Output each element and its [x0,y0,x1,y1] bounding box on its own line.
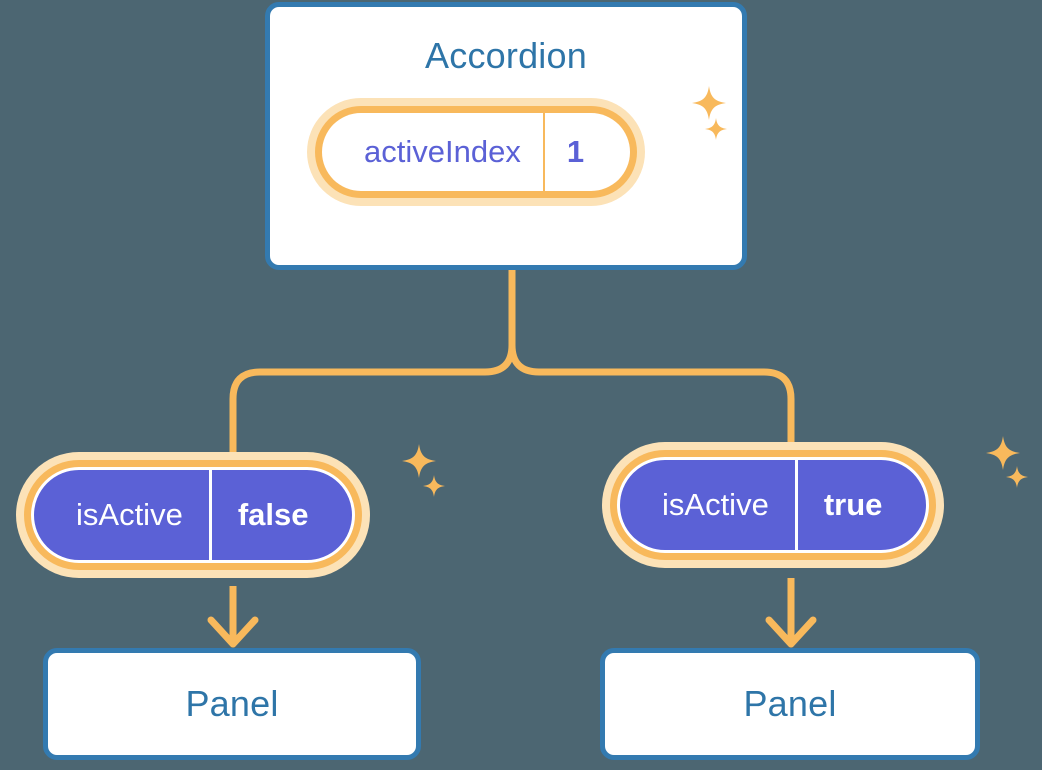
pill-body: activeIndex 1 [322,113,631,191]
pill-accent-ring: activeIndex 1 [315,106,638,198]
state-key-label: isActive [76,497,183,532]
arrow-down-icon-left [207,616,259,648]
pill-accent-ring: isActive false [24,460,363,570]
state-value-label: true [794,460,927,550]
state-value-label: 1 [542,113,630,191]
sparkle-icon [986,436,1020,470]
state-key-label: activeIndex [364,134,521,169]
connector-branch-right [508,341,795,451]
sparkle-icon [402,444,436,478]
pill-body: isActive false [31,467,356,563]
component-title: Accordion [425,35,587,76]
state-key-label: isActive [662,487,769,522]
pill-glow-ring: activeIndex 1 [307,98,646,206]
sparkle-icon [423,475,445,497]
state-value-label: false [208,470,353,560]
state-pill-activeindex[interactable]: activeIndex 1 [307,98,646,206]
pill-body: isActive true [617,457,930,553]
component-card-panel-left[interactable]: Panel [43,648,421,760]
component-title: Panel [185,683,279,724]
state-pill-isactive-true[interactable]: isActive true [602,442,945,568]
arrow-down-icon-right [765,616,817,648]
pill-glow-ring: isActive false [16,452,371,578]
component-card-panel-right[interactable]: Panel [600,648,980,760]
pill-accent-ring: isActive true [610,450,937,560]
state-pill-isactive-false[interactable]: isActive false [16,452,371,578]
sparkle-icon [1006,466,1028,488]
pill-glow-ring: isActive true [602,442,945,568]
component-title: Panel [743,683,837,724]
connector-branch-left [229,341,516,459]
